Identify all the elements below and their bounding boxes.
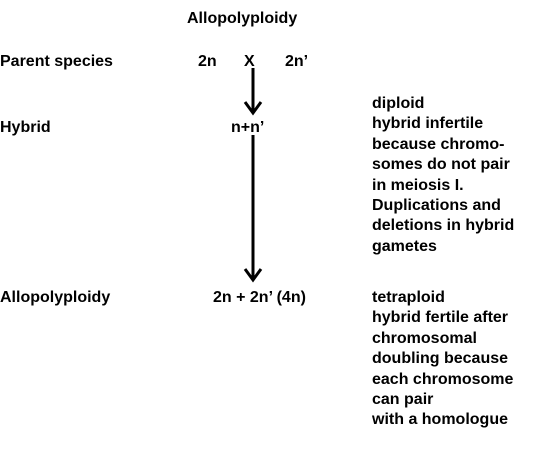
arrow-hybrid-to-allopolyploid-head — [243, 268, 263, 283]
allopolyploid-genome: 2n + 2n’ (4n) — [213, 289, 306, 306]
diagram-title: Allopolyploidy — [187, 10, 298, 27]
parent-right-genome: 2n’ — [285, 53, 309, 70]
allopolyploid-note-line: each chromosome — [372, 370, 514, 388]
hybrid-note-line: hybrid infertile — [372, 115, 484, 133]
parent-left-genome: 2n — [198, 53, 217, 70]
parent-species-label: Parent species — [0, 53, 113, 70]
hybrid-label: Hybrid — [0, 119, 51, 136]
hybrid-notes: diploid hybrid infertile because chromo-… — [372, 94, 514, 257]
hybrid-note-line: because chromo- — [372, 135, 505, 153]
allopolyploid-note-line: can pair — [372, 391, 434, 409]
allopolyploid-note-line: doubling because — [372, 350, 509, 368]
hybrid-genome: n+n’ — [231, 119, 265, 136]
hybrid-note-line: gametes — [372, 237, 437, 255]
hybrid-note-line: somes do not pair — [372, 156, 510, 174]
arrow-parent-to-hybrid-head — [243, 101, 263, 116]
hybrid-note-line: Duplications and — [372, 197, 501, 215]
cross-symbol: X — [244, 53, 255, 70]
allopolyploid-note-line: chromosomal — [372, 329, 477, 347]
allopolyploid-note-line: tetraploid — [372, 289, 445, 306]
hybrid-note-line: diploid — [372, 95, 425, 112]
allopolyploidy-label: Allopolyploidy — [0, 289, 111, 306]
allopolyploid-notes: tetraploid hybrid fertile after chromoso… — [372, 288, 513, 431]
allopolyploid-note-line: hybrid fertile after — [372, 309, 509, 327]
hybrid-note-line: deletions in hybrid — [372, 217, 515, 235]
hybrid-note-line: in meiosis I. — [372, 176, 464, 194]
allopolyploid-note-line: with a homologue — [372, 411, 508, 429]
